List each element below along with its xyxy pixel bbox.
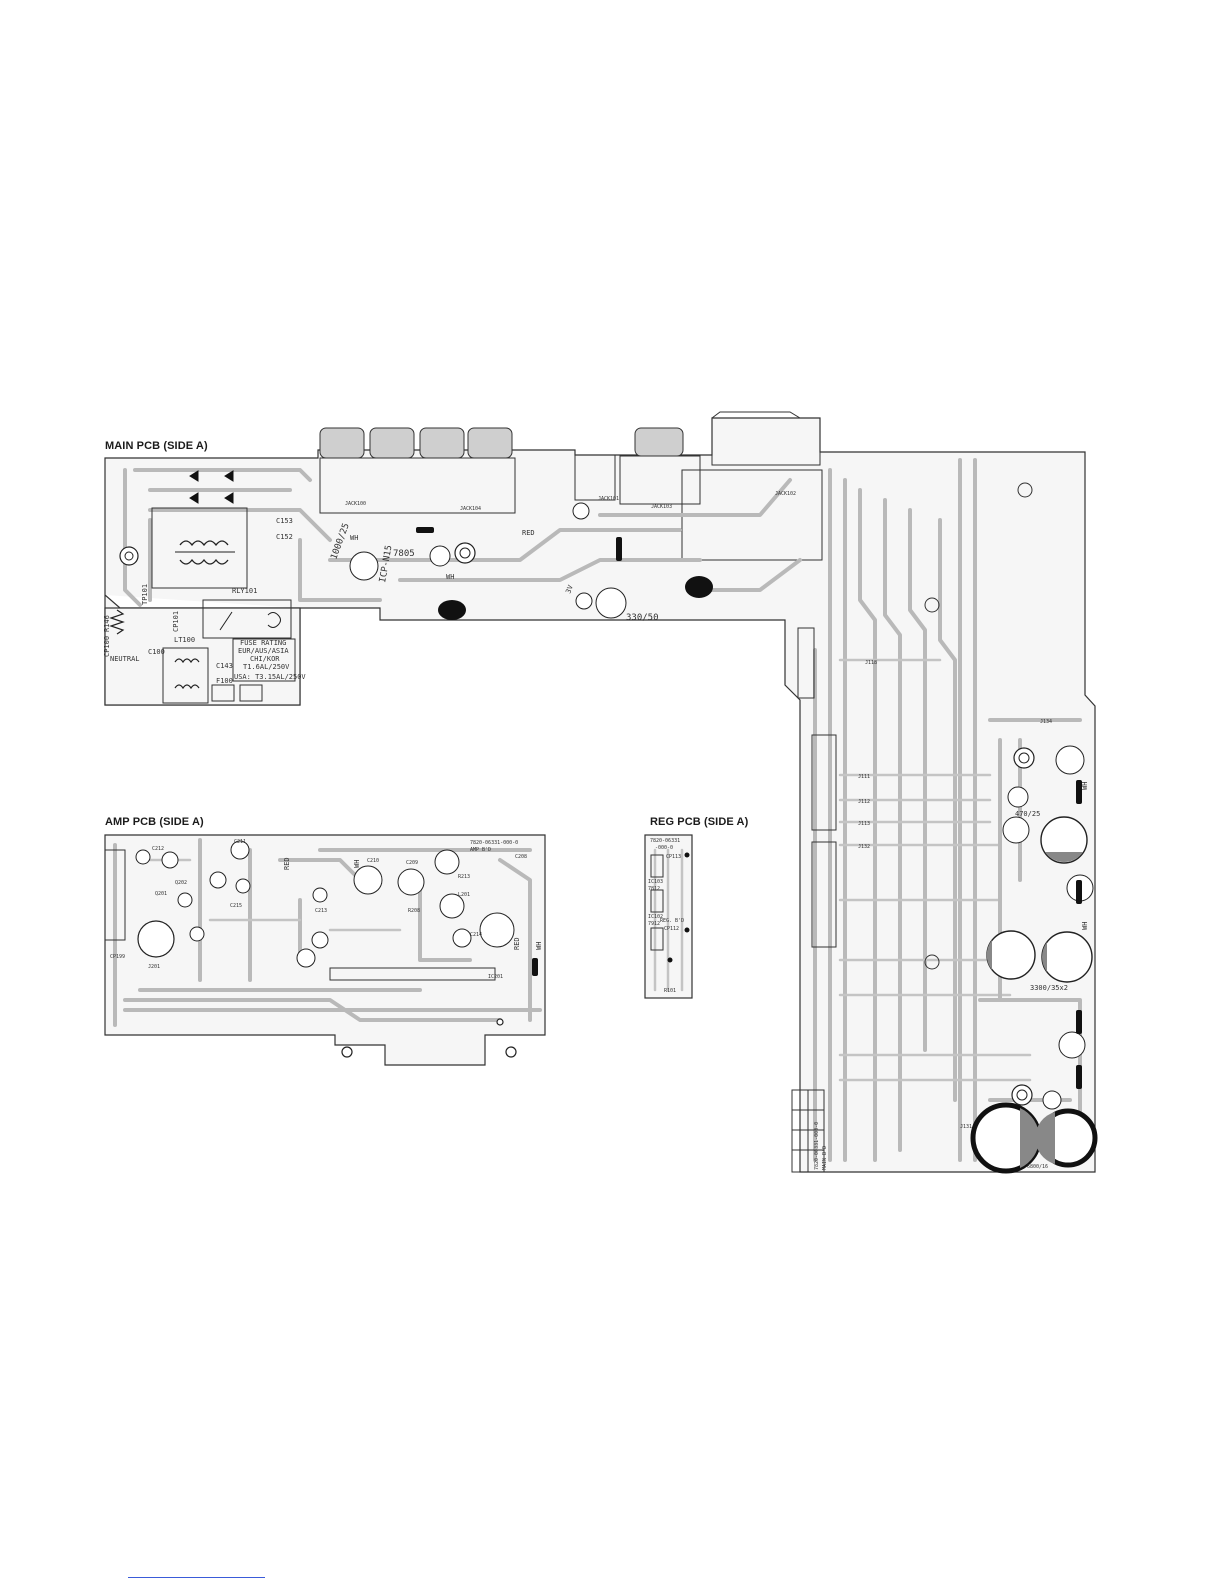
main-pcb-title: MAIN PCB (SIDE A) — [105, 440, 208, 452]
cap-470-25-label: 470/25 — [1015, 810, 1040, 818]
j111-label: J111 — [858, 774, 870, 780]
footer-rule — [128, 1577, 265, 1578]
jack100-label: JACK100 — [345, 501, 366, 507]
cp101-label: CP101 — [172, 611, 180, 632]
main-board-id: 7820-06331-000-0 — [814, 1122, 820, 1170]
fuse-line-3: CHI/KOR — [250, 655, 280, 663]
wh-label: WH — [446, 573, 454, 581]
fuse-line-4: T1.6AL/250V — [243, 663, 290, 671]
rly101-label: RLY101 — [232, 587, 257, 595]
cap-3300-label: 3300/35x2 — [1030, 984, 1068, 992]
cap-330-50-label: 330/50 — [626, 613, 659, 623]
jack101-label: JACK101 — [598, 496, 619, 502]
j134-label: J134 — [1040, 719, 1052, 725]
pad — [685, 576, 713, 598]
wh-label: WH — [350, 534, 358, 542]
reg-pcb-title: REG PCB (SIDE A) — [650, 816, 749, 828]
fuse-line-5: USA: T3.15AL/250V — [234, 673, 306, 681]
j112-label: J112 — [858, 799, 870, 805]
j132-label: J132 — [858, 844, 870, 850]
j113-label: J113 — [858, 821, 870, 827]
c100-label: C100 — [148, 648, 165, 656]
pad — [438, 600, 466, 620]
c152-label: C152 — [276, 533, 293, 541]
cp100-label: CP100 — [103, 636, 111, 657]
diode-bridge — [189, 470, 234, 504]
fuse-line-2: EUR/AUS/ASIA — [238, 647, 289, 655]
main-capacitors — [349, 502, 1098, 1174]
jack102-label: JACK102 — [775, 491, 796, 497]
r146-label: R146 — [103, 615, 111, 632]
red-label: RED — [522, 529, 535, 537]
transformer-coil — [175, 540, 235, 565]
fuse-line-1: FUSE RATING — [240, 639, 286, 647]
ic-3v-label: 3V — [564, 583, 575, 594]
lt100-label: LT100 — [174, 636, 195, 644]
ic-7805-label: 7805 — [393, 549, 415, 559]
j118-label: J118 — [865, 660, 877, 666]
amp-pcb-title: AMP PCB (SIDE A) — [105, 816, 204, 828]
f100-label: F100 — [216, 677, 233, 685]
c153-label: C153 — [276, 517, 293, 525]
wh-label: WH — [1081, 782, 1089, 790]
jack103-label: JACK103 — [651, 504, 672, 510]
tp101-label: TP101 — [141, 584, 149, 605]
wh-label: WH — [1081, 922, 1089, 930]
main-bd-label: MAIN B'D — [822, 1146, 828, 1170]
c143-label: C143 — [216, 662, 233, 670]
cap-6800-label: 6800/16 — [1027, 1164, 1048, 1170]
jack104-label: JACK104 — [460, 506, 481, 512]
jack-row — [319, 411, 823, 561]
j131-label: J131 — [960, 1124, 972, 1130]
fuse-rating-box — [232, 638, 296, 682]
neutral-label: NEUTRAL — [110, 655, 140, 663]
main-traces — [123, 458, 1082, 1162]
